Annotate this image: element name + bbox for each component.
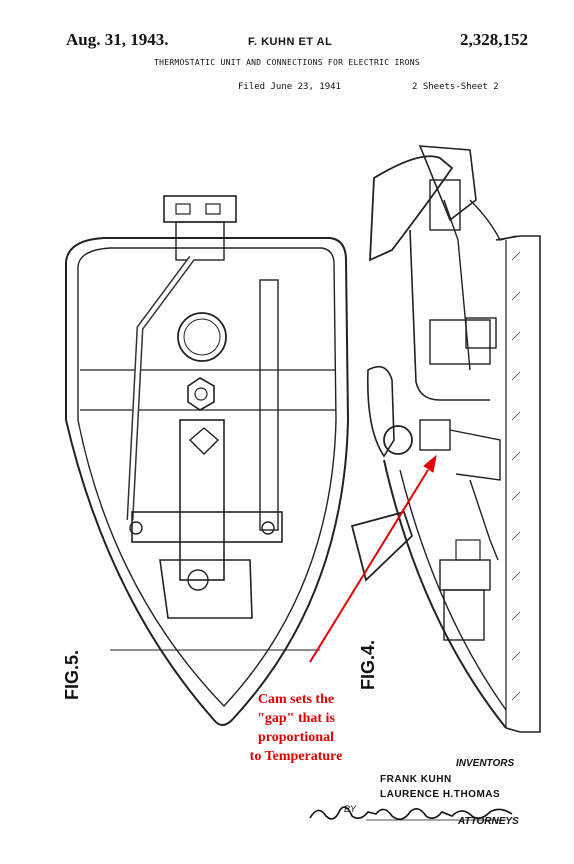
- fig5-outline: [65, 237, 350, 726]
- fig5-connector: [163, 195, 237, 223]
- fig4-body: [409, 229, 490, 401]
- fig5-hex-nut: [187, 377, 215, 411]
- inventor-1: FRANK KUHN: [380, 774, 452, 785]
- fig5-label: FIG.5.: [62, 649, 82, 700]
- attorneys-label: ATTORNEYS: [458, 816, 519, 827]
- fig4-cord-plug: [350, 510, 414, 582]
- fig4-shell: [383, 459, 507, 729]
- by-label: BY: [344, 804, 357, 814]
- fig4-handle: [369, 155, 454, 262]
- annotation-line-2: "gap" that is: [257, 711, 335, 726]
- sheet-count: 2 Sheets-Sheet 2: [412, 82, 499, 92]
- patent-date: Aug. 31, 1943.: [66, 30, 169, 49]
- inventors-label: INVENTORS: [456, 758, 515, 769]
- fig4-soleplate: [495, 235, 541, 733]
- attorney-signature: [309, 806, 513, 821]
- fig5-round-element: [177, 312, 227, 362]
- patent-title: THERMOSTATIC UNIT AND CONNECTIONS FOR EL…: [153, 58, 421, 67]
- patent-number: 2,328,152: [460, 30, 528, 49]
- inventor-short: F. KUHN ET AL: [248, 36, 333, 48]
- annotation-line-4: to Temperature: [249, 749, 343, 764]
- fig5-inner-outline: [77, 247, 337, 708]
- annotation-arrow: [309, 454, 437, 663]
- annotation-line-1: Cam sets the: [257, 692, 335, 707]
- filed-date: Filed June 23, 1941: [238, 82, 341, 92]
- fig4-label: FIG.4.: [358, 639, 378, 690]
- annotation-text: Cam sets the "gap" that is proportional …: [226, 690, 366, 766]
- annotation-line-3: proportional: [258, 730, 334, 745]
- fig4-cam: [383, 425, 413, 455]
- inventor-2: LAURENCE H.THOMAS: [380, 789, 501, 800]
